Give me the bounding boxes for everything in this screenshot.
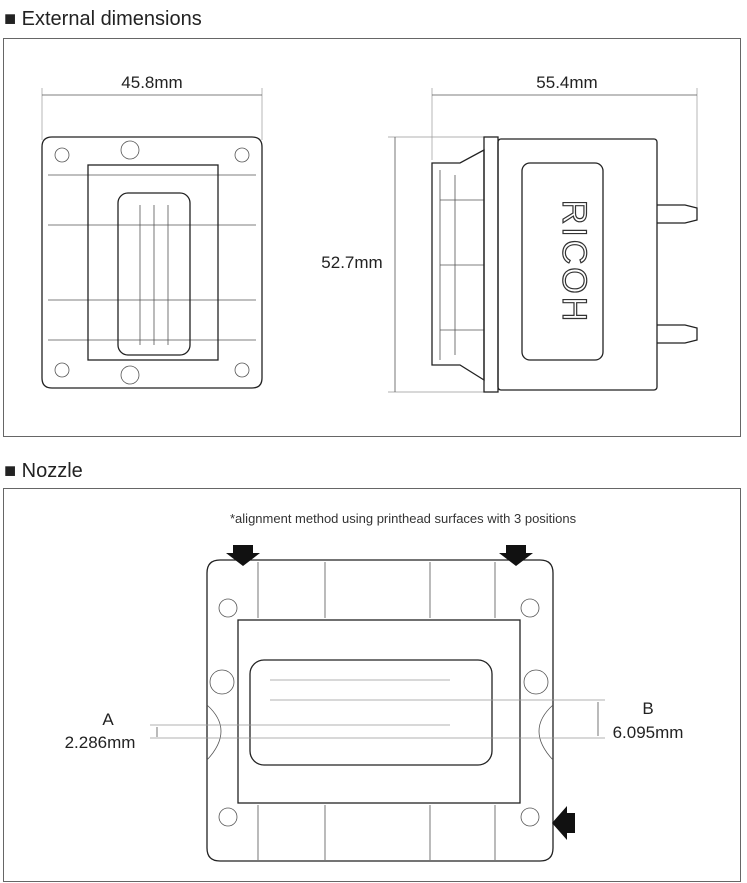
arrow-down-icon	[499, 545, 533, 566]
nozzle-b-value: 6.095mm	[613, 723, 684, 742]
front-width-label: 45.8mm	[121, 73, 182, 92]
side-height-label: 52.7mm	[321, 253, 382, 272]
nozzle-b-label: B	[642, 699, 653, 718]
nozzle-title: ■ Nozzle	[4, 460, 83, 482]
side-view-drawing	[388, 88, 698, 393]
ricoh-logo: RICOH	[555, 200, 593, 325]
nozzle-a-label: A	[102, 710, 114, 729]
arrow-left-icon	[552, 806, 575, 840]
arrow-down-icon	[226, 545, 260, 566]
front-view-drawing	[41, 88, 263, 389]
nozzle-a-value: 2.286mm	[65, 733, 136, 752]
side-depth-label: 55.4mm	[536, 73, 597, 92]
nozzle-panel	[3, 488, 741, 882]
external-dimensions-panel	[3, 38, 741, 437]
nozzle-caption: *alignment method using printhead surfac…	[230, 511, 577, 526]
external-dimensions-title: ■ External dimensions	[4, 8, 202, 30]
nozzle-view-drawing	[150, 545, 605, 862]
